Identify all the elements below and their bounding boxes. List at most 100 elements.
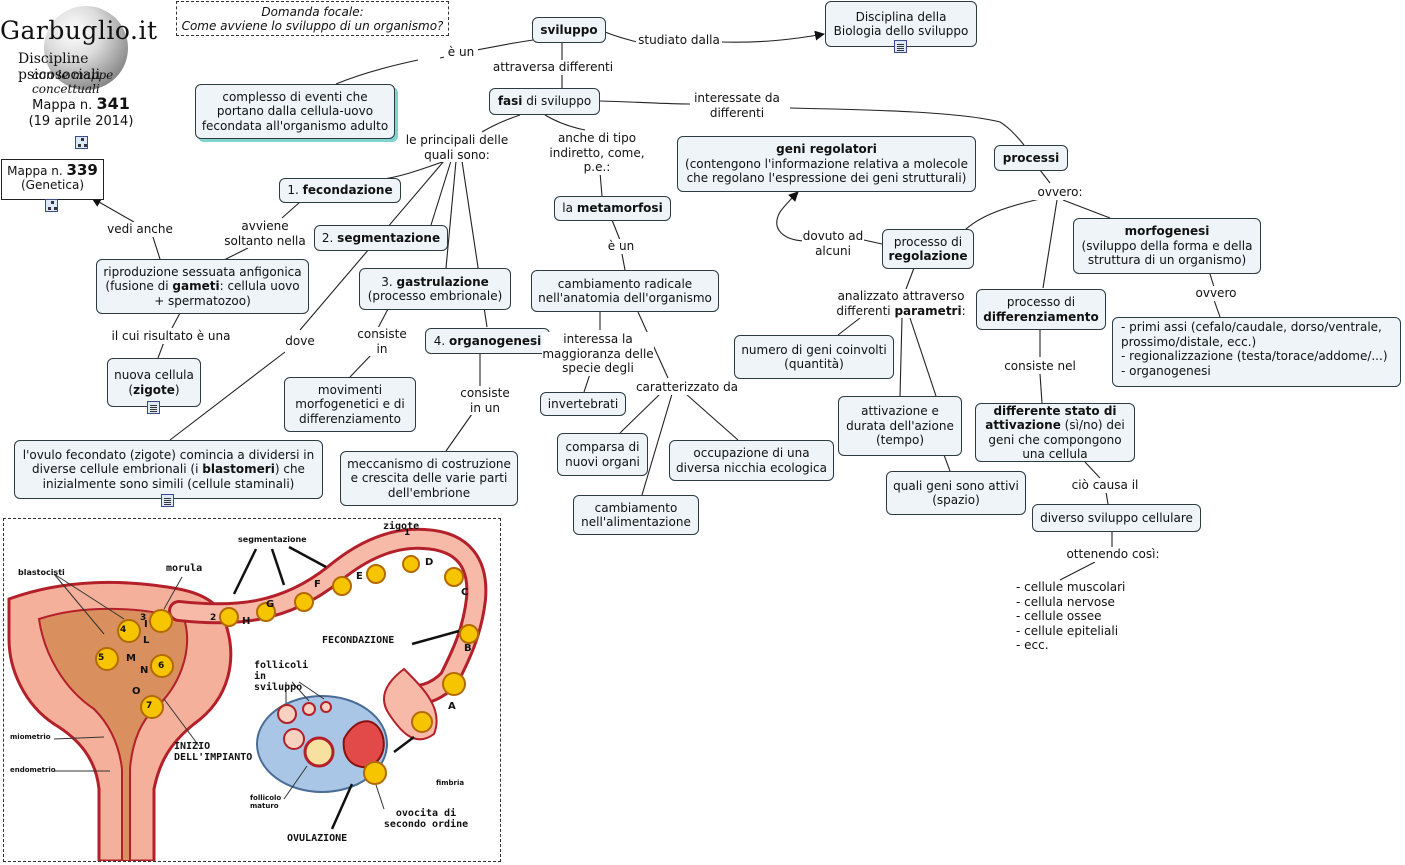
label-fimbria: fimbria [436,779,465,787]
node-cambiamento-radicale[interactable]: cambiamento radicale nell'anatomia dell'… [531,270,719,312]
label-ovulazione: OVULAZIONE [287,833,348,844]
cell-types-list: - cellule muscolari - cellula nervose - … [1016,580,1146,653]
stage-letter: F [314,579,321,590]
node-numero-geni[interactable]: numero di geni coinvolti (quantità) [734,335,894,379]
map-label: Mappa n. [32,98,93,113]
node-cambiamento-alimentazione[interactable]: cambiamento nell'alimentazione [573,495,699,535]
node-comparsa-organi[interactable]: comparsa di nuovi organi [557,433,648,476]
cell-type-item: - cellule ossee [1016,609,1102,623]
link-analizzato: analizzato attraverso differenti paramet… [834,289,968,318]
link-ottenendo: ottenendo così: [1066,547,1160,562]
link-consiste-nel: consiste nel [1002,359,1078,374]
link-ovvero: ovvero: [1034,185,1086,200]
logo-title: Garbuglio.it [0,16,158,45]
node-diverso-sviluppo[interactable]: diverso sviluppo cellulare [1032,504,1201,532]
node-complesso-eventi[interactable]: complesso di eventi che portano dalla ce… [195,84,395,139]
node-regolazione[interactable]: processo di regolazione [882,229,974,269]
link-dove: dove [282,334,318,349]
link-principali: le principali delle quali sono: [404,133,510,162]
linked-map-icon[interactable] [45,199,58,212]
node-geni-regolatori[interactable]: geni regolatori (contengono l'informazio… [677,136,976,192]
map-number: 341 [96,94,130,113]
link-e-un-2: è un [604,239,638,254]
logo-sphere [44,6,128,90]
note-icon[interactable] [161,494,174,507]
node-meccanismo[interactable]: meccanismo di costruzione e crescita del… [340,451,518,506]
stage-number: 1 [404,528,411,538]
node-assi[interactable]: - primi assi (cefalo/caudale, dorso/vent… [1112,317,1401,387]
map-date: (19 aprile 2014) [28,114,134,129]
link-ovvero-2: ovvero [1194,286,1238,301]
uterus-diagram [7,527,488,861]
node-differenziamento[interactable]: processo di differenziamento [976,289,1106,330]
node-sviluppo[interactable]: sviluppo [532,17,606,43]
cell-type-item: - cellule muscolari [1016,580,1126,594]
site-logo[interactable]: Garbuglio.it Discipline psicosociali con… [0,2,170,96]
link-interessate: interessate da differenti [690,91,784,120]
stage-letter: O [132,686,141,697]
linked-map-label: Mappa n. [7,164,63,178]
node-occupazione-nicchia[interactable]: occupazione di una diversa nicchia ecolo… [669,440,834,481]
link-caratterizzato: caratterizzato da [632,380,742,395]
label-zigote: zigote [383,521,420,532]
focus-question: Domanda focale: Come avviene lo sviluppo… [176,1,449,36]
node-metamorfosi[interactable]: la metamorfosi [554,196,671,221]
stage-number: 5 [98,653,105,663]
node-morfogenesi[interactable]: morfogenesi (sviluppo della forma e dell… [1073,218,1261,274]
stage-letter: A [448,701,456,712]
logo-tagline: con le mappe concettuali [32,68,114,96]
label-segmentazione: segmentazione [238,535,307,544]
node-fecondazione[interactable]: 1. fecondazione [279,178,401,203]
stage-number: 7 [146,701,153,711]
stage-letter: I [144,619,148,630]
node-stato-attivazione[interactable]: differente stato di attivazione (sì/no) … [975,403,1135,462]
linked-map-339[interactable]: Mappa n. 339 (Genetica) [1,159,104,200]
link-cio-causa: ciò causa il [1068,478,1142,493]
link-attraversa: attraversa differenti [490,60,616,75]
node-biologia-sviluppo[interactable]: Disciplina della Biologia dello sviluppo [825,1,977,47]
node-processi[interactable]: processi [994,145,1068,171]
label-miometrio: miometrio [10,733,51,741]
node-attivazione-durata[interactable]: attivazione e durata dell'azione (tempo) [838,396,962,456]
stage-number: 6 [158,661,165,671]
stage-letter: D [425,557,434,568]
link-interessa: interessa la maggioranza delle specie de… [542,332,654,376]
link-dovuto: dovuto ad alcuni [802,229,864,258]
linked-map-topic: (Genetica) [20,178,85,192]
stage-letter: B [464,643,472,654]
stage-number: 2 [210,613,217,623]
stage-number: 3 [140,613,147,623]
note-icon[interactable] [894,40,907,53]
link-risultato: il cui risultato è una [106,329,236,344]
node-gastrulazione[interactable]: 3. gastrulazione (processo embrionale) [359,268,511,310]
node-organogenesi[interactable]: 4. organogenesi [425,328,550,354]
node-invertebrati[interactable]: invertebrati [540,392,626,416]
link-e-un: è un [444,45,478,60]
development-illustration: segmentazione zigote blastocisti morula … [3,518,501,862]
cell-type-item: - cellula nervose [1016,594,1115,609]
label-fecondazione: FECONDAZIONE [322,635,395,646]
node-fasi[interactable]: fasi di sviluppo [489,88,600,115]
node-movimenti[interactable]: movimenti morfogenetici e di differenzia… [284,377,416,432]
link-consiste-in: consiste in [356,327,408,356]
stage-letter: N [140,665,149,676]
node-nuova-cellula[interactable]: nuova cellula (zigote) [107,358,201,407]
logo-subtitle: Discipline psicosociali [18,51,101,83]
concept-map-icon[interactable] [75,136,88,149]
label-ovocita: ovocita di secondo ordine [383,808,469,830]
cell-type-item: - cellule epiteliali [1016,623,1119,638]
node-ovulo-fecondato[interactable]: l'ovulo fecondato (zigote) comincia a di… [14,440,323,499]
node-riproduzione[interactable]: riproduzione sessuata anfigonica (fusion… [96,259,309,314]
link-anche-di: anche di tipo indiretto, come, p.e.: [548,131,646,175]
node-segmentazione[interactable]: 2. segmentazione [314,225,448,251]
link-vedi-anche: vedi anche [104,222,176,237]
label-blastocisti: blastocisti [18,568,65,577]
note-icon[interactable] [147,401,160,414]
stage-number: 4 [120,625,127,635]
stage-letter: L [143,635,150,646]
focus-text: Come avviene lo sviluppo di un organismo… [181,19,444,33]
stage-letter: G [266,599,275,610]
link-avviene: avviene soltanto nella [222,219,308,248]
label-follicolo-maturo: follicolo maturo [250,794,282,810]
node-quali-geni[interactable]: quali geni sono attivi (spazio) [886,471,1026,515]
